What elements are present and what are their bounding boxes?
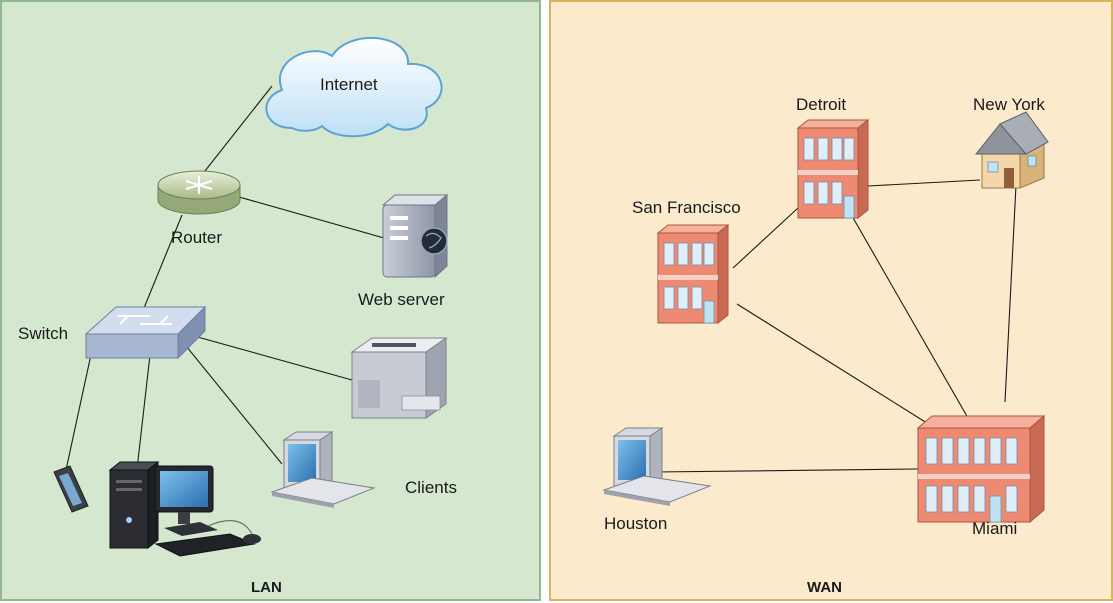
switch-label: Switch [18, 324, 69, 343]
miami-label: Miami [972, 519, 1018, 538]
desktop-computer-icon [108, 460, 261, 557]
web-server-label: Web server [358, 290, 445, 309]
web-server-icon [381, 193, 449, 279]
san-francisco-label: San Francisco [632, 198, 741, 217]
printer-icon [350, 337, 448, 419]
client-laptop-icon [270, 431, 376, 508]
houston-laptop-icon [602, 427, 712, 506]
wan-title: WAN [807, 579, 842, 596]
internet-cloud-icon [265, 36, 443, 138]
lan-title: LAN [251, 579, 282, 596]
new-york-label: New York [973, 95, 1045, 114]
internet-label: Internet [320, 75, 378, 94]
houston-label: Houston [604, 514, 668, 533]
detroit-building-icon [797, 119, 869, 219]
router-icon [157, 170, 241, 215]
wan-links [654, 179, 1017, 473]
clients-label: Clients [405, 478, 457, 497]
switch-icon [84, 305, 207, 360]
miami-building-icon [916, 414, 1046, 524]
lan-links [65, 85, 385, 479]
new-york-house-icon [974, 111, 1049, 189]
detroit-label: Detroit [796, 95, 847, 114]
router-label: Router [171, 228, 223, 247]
san-francisco-building-icon [657, 224, 729, 324]
smartphone-icon [53, 465, 89, 513]
